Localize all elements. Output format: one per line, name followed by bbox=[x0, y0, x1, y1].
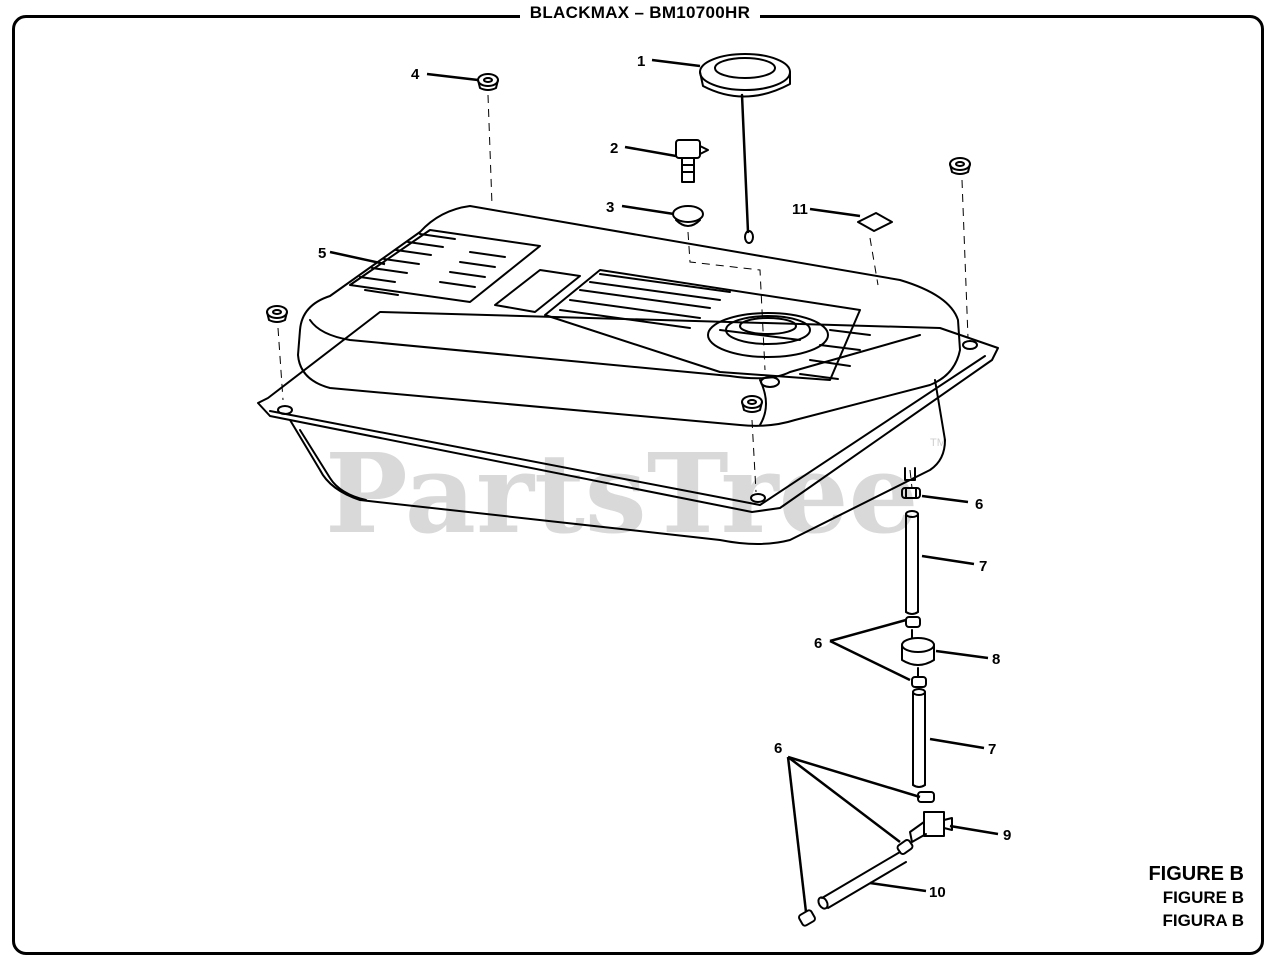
callout-5: 5 bbox=[318, 245, 326, 262]
hose-clamp-mid-upper bbox=[905, 616, 921, 628]
watermark-trademark: TM bbox=[930, 437, 946, 449]
fuel-tank bbox=[257, 205, 999, 545]
callout-10: 10 bbox=[929, 884, 946, 901]
tank-mount-4 bbox=[477, 73, 499, 91]
fuel-label bbox=[857, 212, 893, 232]
callout-8: 8 bbox=[992, 651, 1000, 668]
callout-6-valve: 6 bbox=[774, 740, 782, 757]
hose-clamp-end bbox=[798, 909, 816, 927]
tank-mount-right bbox=[949, 157, 971, 175]
callout-6-top: 6 bbox=[975, 496, 983, 513]
tank-flange bbox=[257, 311, 999, 513]
hose-clamp-valve bbox=[917, 791, 935, 803]
callout-3: 3 bbox=[606, 199, 614, 216]
watermark-text: PartsTree bbox=[325, 429, 919, 558]
leader-lines bbox=[329, 58, 999, 913]
fuel-hose-to-engine bbox=[817, 851, 907, 910]
fuel-filter bbox=[901, 629, 935, 677]
fuel-shutoff-valve bbox=[909, 811, 953, 843]
hose-clamp-top bbox=[901, 487, 921, 499]
tank-top-shell bbox=[297, 205, 961, 427]
tank-mount-front bbox=[741, 395, 763, 413]
callout-6-filter: 6 bbox=[814, 635, 822, 652]
diagram-title-bar: BLACKMAX – BM10700HR bbox=[0, 3, 1280, 23]
fuel-hose-lower bbox=[912, 688, 926, 788]
callout-4: 4 bbox=[411, 66, 420, 83]
fuel-gauge bbox=[675, 139, 709, 183]
alignment-lines bbox=[277, 94, 969, 493]
diagram-title: BLACKMAX – BM10700HR bbox=[519, 3, 761, 22]
filler-neck bbox=[707, 312, 829, 358]
callout-7-lower: 7 bbox=[988, 741, 996, 758]
tank-mount-left bbox=[266, 305, 288, 323]
figure-label-es: FIGURA B bbox=[1162, 911, 1244, 930]
callout-9: 9 bbox=[1003, 827, 1011, 844]
callout-7-upper: 7 bbox=[979, 558, 987, 575]
hose-clamp-mid-lower bbox=[911, 676, 927, 688]
figure-label-en: FIGURE B bbox=[1148, 863, 1244, 885]
callout-2: 2 bbox=[610, 140, 618, 157]
callout-11: 11 bbox=[792, 201, 808, 218]
gauge-grommet bbox=[672, 205, 704, 227]
hose-clamp-lower bbox=[896, 839, 914, 855]
callout-numbers: 1 2 3 4 5 11 6 7 6 8 7 6 9 10 bbox=[318, 53, 1011, 901]
figure-label-fr: FIGURE B bbox=[1162, 888, 1244, 907]
fuel-hose-upper bbox=[905, 510, 919, 615]
figure-labels: FIGURE B FIGURE B FIGURA B bbox=[1148, 863, 1244, 932]
callout-1: 1 bbox=[637, 53, 645, 70]
fuel-cap bbox=[699, 53, 791, 244]
